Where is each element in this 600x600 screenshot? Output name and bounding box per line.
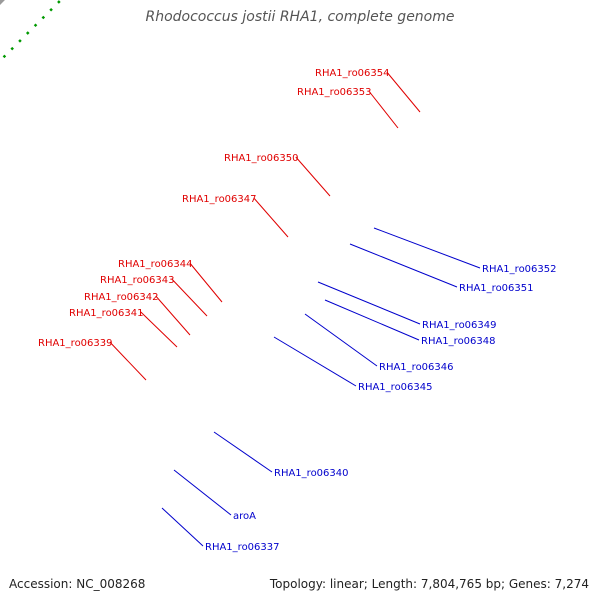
gene-label-leader — [140, 311, 178, 348]
gene-label[interactable]: RHA1_ro06337 — [205, 542, 280, 553]
gene-label[interactable]: RHA1_ro06348 — [421, 336, 496, 347]
gene-label-leader — [213, 431, 273, 473]
gene-label[interactable]: RHA1_ro06352 — [482, 264, 557, 275]
gene-label-leader — [171, 278, 208, 317]
gene-label-leader — [155, 295, 191, 336]
reverse-strand-guide — [0, 0, 63, 63]
gene-label-leader — [386, 71, 421, 113]
gene-label-leader — [273, 336, 357, 387]
forward-strand-guide — [0, 0, 578, 12]
gene-label-leader — [349, 243, 458, 288]
gene-label[interactable]: RHA1_ro06341 — [69, 308, 144, 319]
gene-label-leader — [189, 262, 223, 303]
gene-label-leader — [373, 227, 481, 269]
gene-label-leader — [253, 197, 289, 238]
gene-label[interactable]: aroA — [233, 511, 256, 522]
gene-label[interactable]: RHA1_ro06353 — [297, 87, 372, 98]
gene-label[interactable]: RHA1_ro06349 — [422, 320, 497, 331]
gene-label[interactable]: RHA1_ro06351 — [459, 283, 534, 294]
gene-label-leader — [368, 90, 399, 129]
gene-label-leader — [317, 281, 421, 325]
gene-label[interactable]: RHA1_ro06346 — [379, 362, 454, 373]
genome-backbone — [0, 0, 5, 5]
gene-label[interactable]: RHA1_ro06342 — [84, 292, 159, 303]
gene-label-leader — [109, 341, 147, 381]
gene-label-leader — [324, 299, 420, 341]
gene-label[interactable]: RHA1_ro06343 — [100, 275, 175, 286]
gene-label-leader — [304, 313, 378, 367]
gene-label-leader — [173, 469, 232, 516]
gene-label[interactable]: RHA1_ro06344 — [118, 259, 193, 270]
gene-label-leader — [161, 507, 204, 547]
map-title: Rhodococcus jostii RHA1, complete genome — [145, 9, 455, 25]
genome-backbone-highlight — [0, 0, 600, 41]
gene-label[interactable]: RHA1_ro06340 — [274, 468, 349, 479]
accession-label: Accession: NC_008268 — [9, 577, 146, 591]
gene-label[interactable]: RHA1_ro06350 — [224, 153, 299, 164]
genome-summary: Topology: linear; Length: 7,804,765 bp; … — [269, 577, 589, 591]
gene-label[interactable]: RHA1_ro06345 — [358, 382, 433, 393]
gene-label[interactable]: RHA1_ro06347 — [182, 194, 257, 205]
gene-label[interactable]: RHA1_ro06354 — [315, 68, 390, 79]
gene-label-leader — [295, 156, 331, 197]
gene-label[interactable]: RHA1_ro06339 — [38, 338, 113, 349]
